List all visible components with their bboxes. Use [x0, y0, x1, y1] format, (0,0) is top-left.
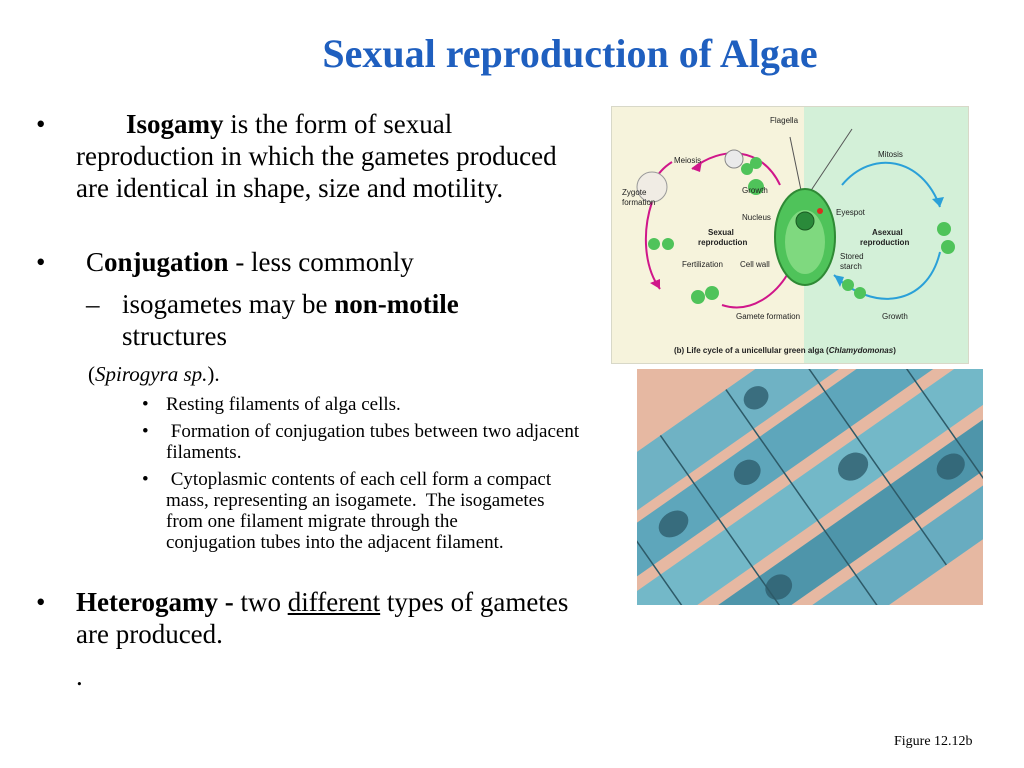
underlined-different: different	[287, 587, 381, 617]
svg-text:starch: starch	[840, 262, 862, 271]
svg-text:Sexual: Sexual	[708, 228, 734, 237]
svg-text:Mitosis: Mitosis	[878, 150, 903, 159]
svg-text:Growth: Growth	[882, 312, 908, 321]
dash-marker: –	[86, 289, 100, 319]
term-heterogamy: Heterogamy -	[76, 587, 234, 617]
isogamy-text: is the form of sexual reproduction in wh…	[76, 109, 557, 203]
conjugation-prefix: C	[86, 247, 105, 277]
bullet-heterogamy: • Heterogamy - two different types of ga…	[36, 587, 569, 649]
diagram-labels: Flagella Meiosis Growth Zygote formation…	[622, 116, 909, 321]
bullet-isogamy: • Isogamy is the form of sexual reproduc…	[36, 108, 596, 238]
svg-text:Cell wall: Cell wall	[740, 260, 770, 269]
svg-text:reproduction: reproduction	[698, 238, 747, 247]
sub-text-pre: isogametes may be	[122, 289, 335, 319]
svg-text:Nucleus: Nucleus	[742, 213, 771, 222]
svg-text:Growth: Growth	[742, 186, 768, 195]
svg-text:Stored: Stored	[840, 252, 864, 261]
svg-text:Fertilization: Fertilization	[682, 260, 723, 269]
svg-text:Asexual: Asexual	[872, 228, 903, 237]
detail-item: • Cytoplasmic contents of each cell form…	[142, 469, 556, 553]
sub-text-post: structures	[122, 321, 227, 351]
species-name: Spirogyra sp.	[95, 362, 208, 386]
svg-text:Zygote: Zygote	[622, 188, 647, 197]
detail-item: • Formation of conjugation tubes between…	[142, 421, 584, 463]
page-title: Sexual reproduction of Algae	[322, 31, 818, 76]
bullet-marker: •	[36, 109, 46, 139]
conjugation-text: - less commonly	[228, 247, 414, 277]
term-non-motile: non-motile	[334, 289, 459, 319]
svg-text:Eyespot: Eyespot	[836, 208, 866, 217]
spirogyra-label: (Spirogyra sp.).	[88, 362, 220, 386]
life-cycle-diagram: Flagella Meiosis Growth Zygote formation…	[611, 106, 969, 364]
svg-text:Meiosis: Meiosis	[674, 156, 701, 165]
svg-text:reproduction: reproduction	[860, 238, 909, 247]
bullet-conjugation: • Conjugation - less commonly	[36, 246, 596, 280]
svg-text:Gamete formation: Gamete formation	[736, 312, 800, 321]
term-isogamy: Isogamy	[126, 109, 224, 139]
sub-item-isogametes: – isogametes may be non-motile structure…	[86, 288, 566, 352]
bullet-marker: •	[36, 587, 46, 617]
svg-text:formation: formation	[622, 198, 655, 207]
detail-item: • Resting filaments of alga cells.	[142, 394, 401, 415]
figure-label: Figure 12.12b	[894, 734, 973, 749]
trailing-dot: .	[76, 661, 83, 691]
spirogyra-micrograph	[637, 369, 983, 605]
svg-text:Flagella: Flagella	[770, 116, 799, 125]
diagram-caption: (b) Life cycle of a unicellular green al…	[674, 346, 896, 355]
term-conjugation: onjugation	[104, 247, 229, 277]
bullet-marker: •	[36, 247, 46, 277]
